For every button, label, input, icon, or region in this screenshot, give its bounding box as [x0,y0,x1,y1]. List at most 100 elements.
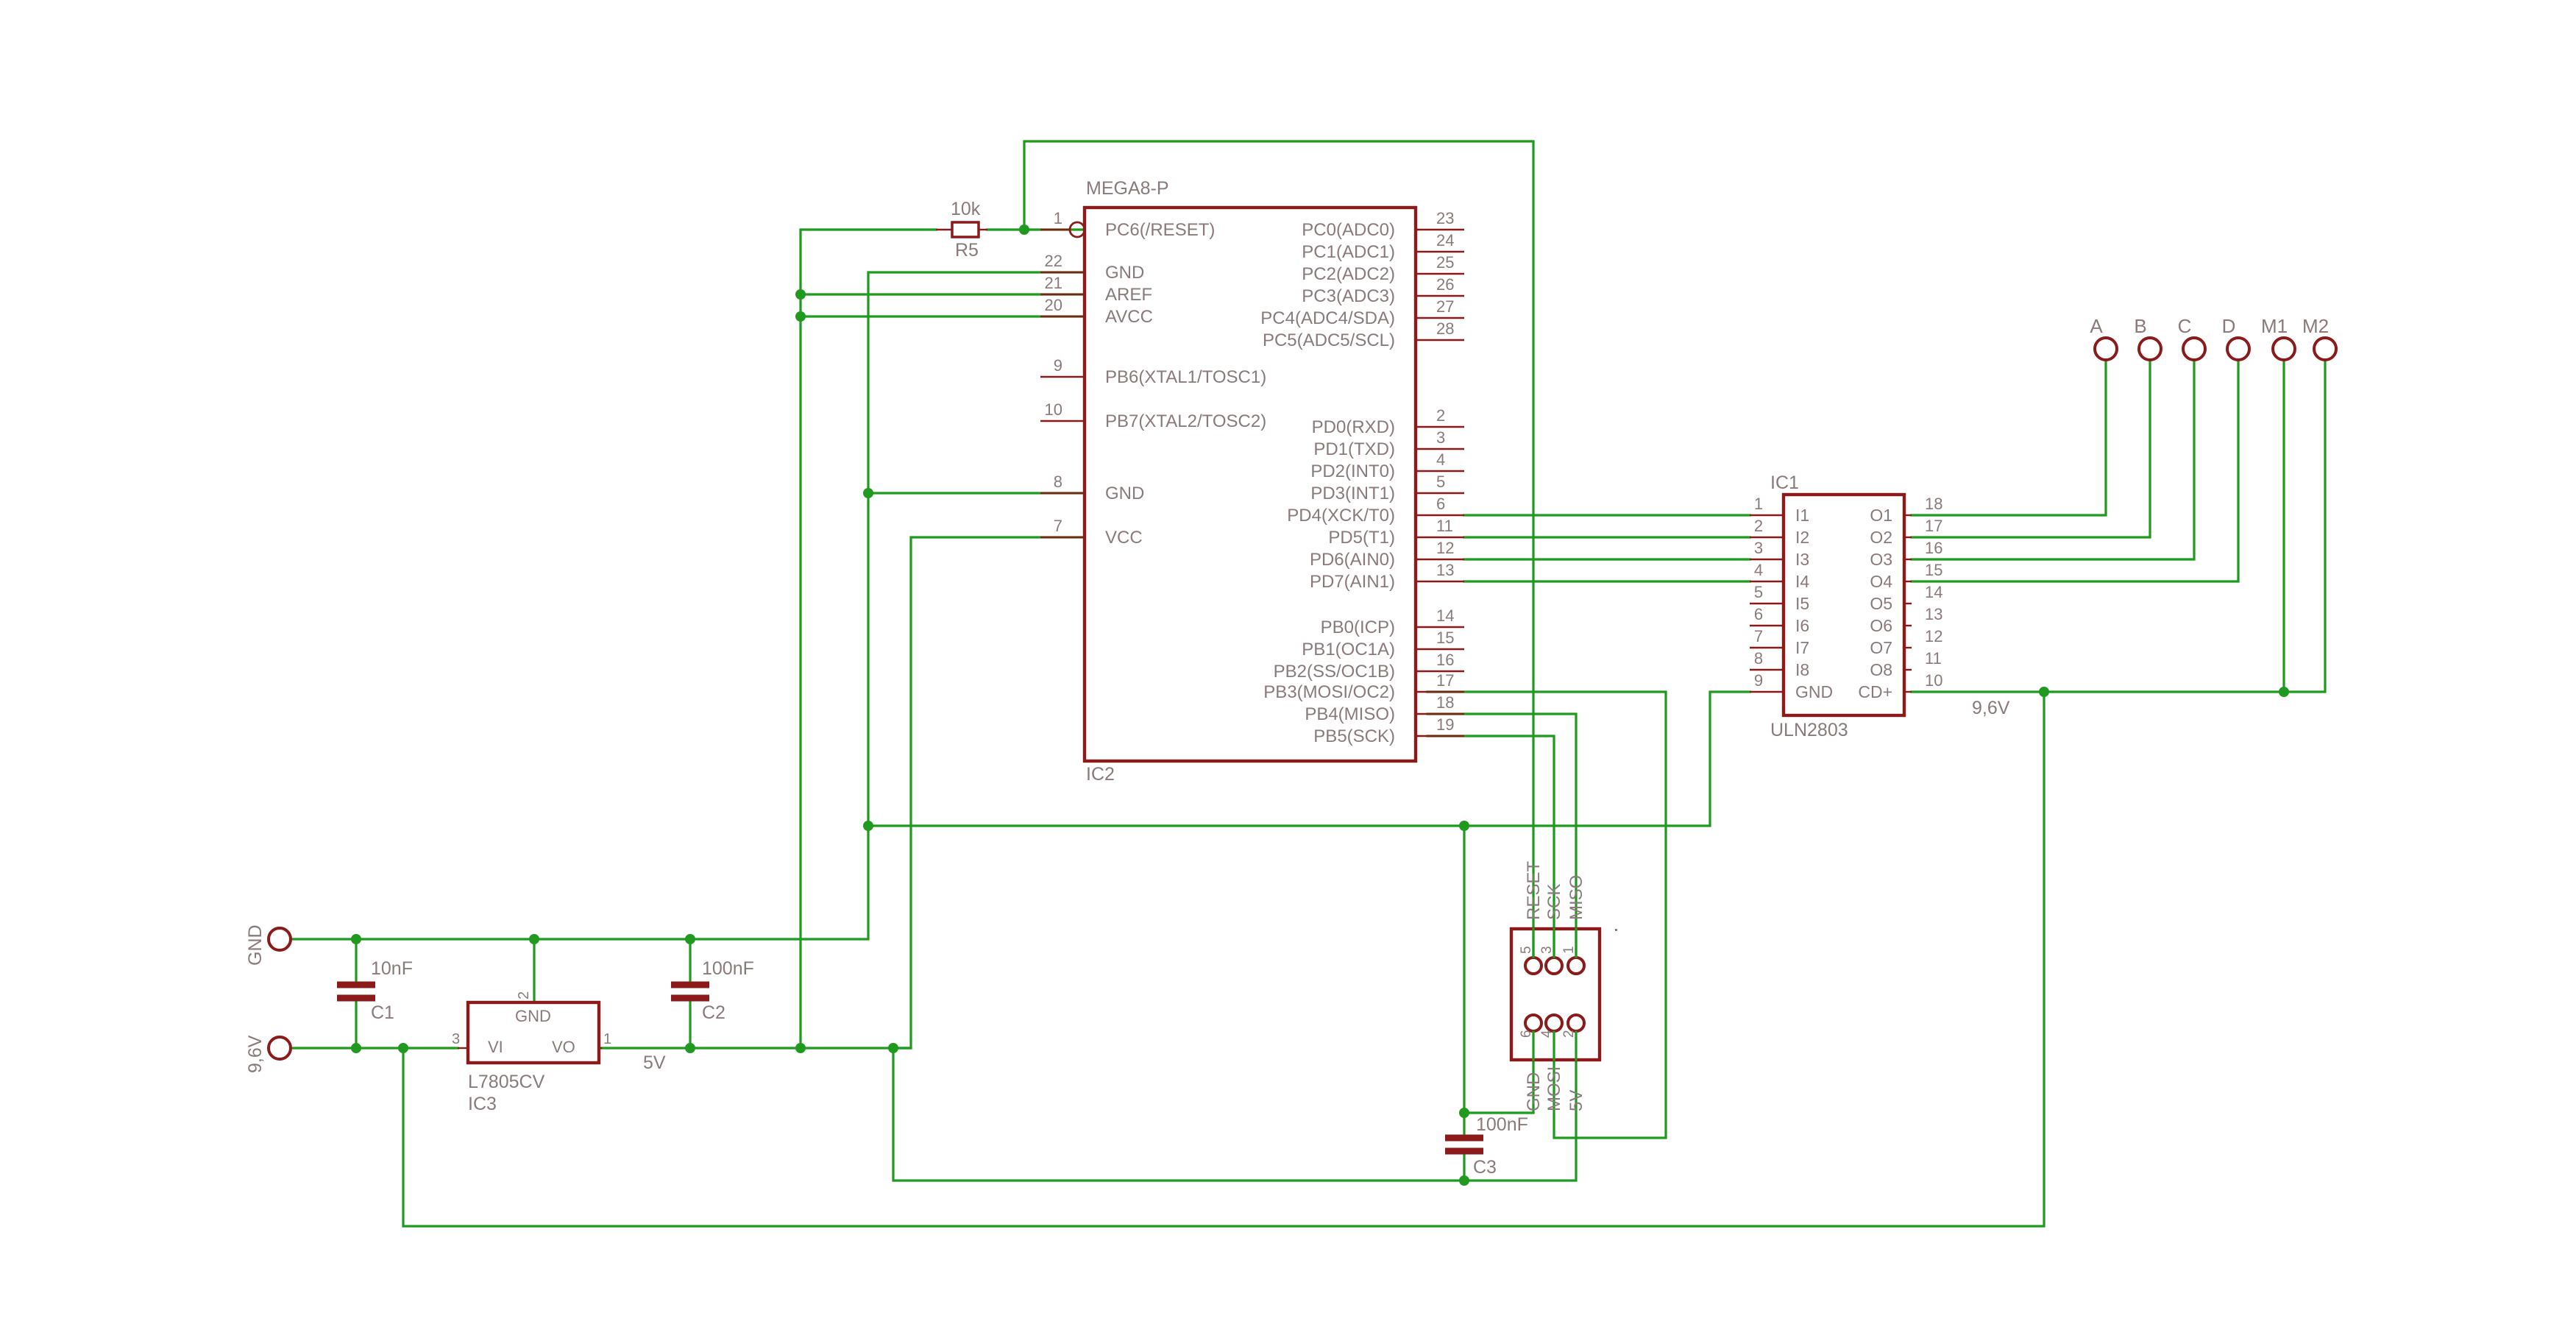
ic2-pin-label: PB2(SS/OC1B) [1274,662,1395,682]
ic1-body [1781,492,1906,718]
isp-pin-pad [1544,1013,1564,1033]
v96-terminal-label: 9,6V [245,1035,266,1073]
ic3-vo-label: VO [552,1038,575,1056]
ic2-name-label: IC2 [1086,764,1115,785]
ic1-pin-number: 14 [1925,583,1942,601]
ic2-pin-label: PC0(ADC0) [1302,220,1395,240]
v96-rail [290,359,2327,1228]
inversion-bubble [1068,221,1086,238]
capacitor-c1: 10nF C1 [337,958,413,1023]
isp-signal-label: 5V [1566,1090,1586,1111]
ic1-pin-label: O8 [1870,660,1892,679]
ic2-pin-number: 17 [1436,671,1454,690]
ic1-pin-label: I6 [1795,616,1809,635]
output-terminal-label: M2 [2302,315,2329,337]
ic1-pin-number: 13 [1925,605,1942,623]
ic3-value-label: L7805CV [468,1072,545,1092]
ic1-pin-number: 18 [1925,495,1942,513]
isp-pin-pad [1544,956,1564,975]
ic2-pin-label: PC3(ADC3) [1302,286,1395,306]
net-label-9v6: 9,6V [1972,698,2010,718]
ic3-body [466,1000,601,1065]
ic2-pin-number: 26 [1436,275,1454,294]
driver-signals [1463,514,1751,583]
ic2-mega8: MEGA8-P IC2 1PC6(/RESET)22GND21AREF20AVC… [1040,178,1464,785]
isp-pin-number: 3 [1539,946,1555,954]
ic1-pin-number: 7 [1754,627,1763,645]
ic1-pin-number: 3 [1754,539,1763,557]
isp-signal-label: GND [1524,1072,1544,1111]
ic3-name-label: IC3 [468,1094,497,1114]
ic3-vi-label: VI [488,1038,503,1056]
resistor-body [951,221,980,238]
vcc-rail [600,228,1086,1050]
ic1-pin-number: 11 [1925,649,1942,668]
gnd-rail [290,271,1751,941]
ic2-pin-label: GND [1105,484,1144,503]
ic1-pin-label: GND [1795,682,1833,701]
ic2-pin-number: 28 [1436,319,1454,338]
c3-value: 100nF [1476,1114,1528,1135]
output-terminal-pad [2313,336,2338,361]
capacitor-c3: 100nF C3 [1445,1114,1528,1178]
ic1-pin-label: O1 [1870,506,1892,525]
ic2-pin-number: 6 [1436,495,1445,513]
isp-pin-pad [1524,956,1543,975]
isp-body [1509,927,1602,1062]
isp-signal-label: MOSI [1544,1066,1564,1111]
ic2-pin-label: PD7(AIN1) [1310,572,1395,592]
ic2-pin-number: 1 [1054,209,1062,227]
ic2-pin-number: 18 [1436,693,1454,712]
isp-signal-label: RESET [1524,861,1544,920]
ic1-pin-label: O2 [1870,528,1892,547]
ic2-pin-label: PD2(INT0) [1310,461,1395,481]
ic1-pin-label: I1 [1795,506,1809,525]
ic2-pin-number: 5 [1436,473,1445,491]
ic1-pin-label: CD+ [1858,682,1892,701]
ic3-regulator: GND VI VO 2 3 1 L7805CV IC3 [452,991,611,1114]
ic2-body [1082,205,1418,763]
ic1-pin-label: I8 [1795,660,1809,679]
ic2-pin-number: 27 [1436,297,1454,316]
cap-connections [355,938,1466,1182]
ic3-vo-pin: 1 [603,1031,611,1047]
ic1-pin-label: I3 [1795,550,1809,569]
ic1-pin-number: 8 [1754,649,1763,668]
isp-pin-pad [1524,1013,1543,1033]
resistor-r5: 10k R5 [936,199,987,261]
net-label-5v: 5V [643,1052,666,1073]
output-terminal-label: B [2134,315,2146,337]
output-terminal-pad [2226,336,2251,361]
ic2-pin-label: PD3(INT1) [1310,484,1395,503]
ic2-pin-number: 10 [1045,400,1062,419]
ic2-pin-label: PB1(OC1A) [1302,640,1395,659]
ic2-left-pins: 1PC6(/RESET)22GND21AREF20AVCC9PB6(XTAL1/… [1040,209,1266,548]
isp-pin-number: 4 [1539,1030,1555,1038]
ic1-pin-label: O6 [1870,616,1892,635]
ic2-pin-number: 12 [1436,539,1454,557]
ic3-gnd-label: GND [515,1007,551,1025]
output-terminal-pad [2271,336,2296,361]
ic2-pin-number: 14 [1436,606,1454,625]
ic2-pin-number: 7 [1054,517,1062,535]
output-terminal-pad [2182,336,2207,361]
ic2-pin-label: PD5(T1) [1328,528,1395,548]
output-terminal-pad [2093,336,2118,361]
ic2-pin-label: PB5(SCK) [1313,726,1395,746]
isp-pin-pad [1566,1013,1586,1033]
ic2-pin-label: PD6(AIN0) [1310,550,1395,570]
ic1-pin-label: O5 [1870,594,1892,613]
isp-lines [892,690,1667,1182]
gnd-terminal-label: GND [245,924,266,966]
isp-pin-number: 2 [1561,1030,1577,1038]
c2-value: 100nF [702,958,754,979]
ic2-pin-number: 25 [1436,253,1454,272]
ic2-pin-label: PC2(ADC2) [1302,264,1395,284]
output-terminal-pad [2137,336,2162,361]
ic2-pin-number: 20 [1045,296,1062,314]
